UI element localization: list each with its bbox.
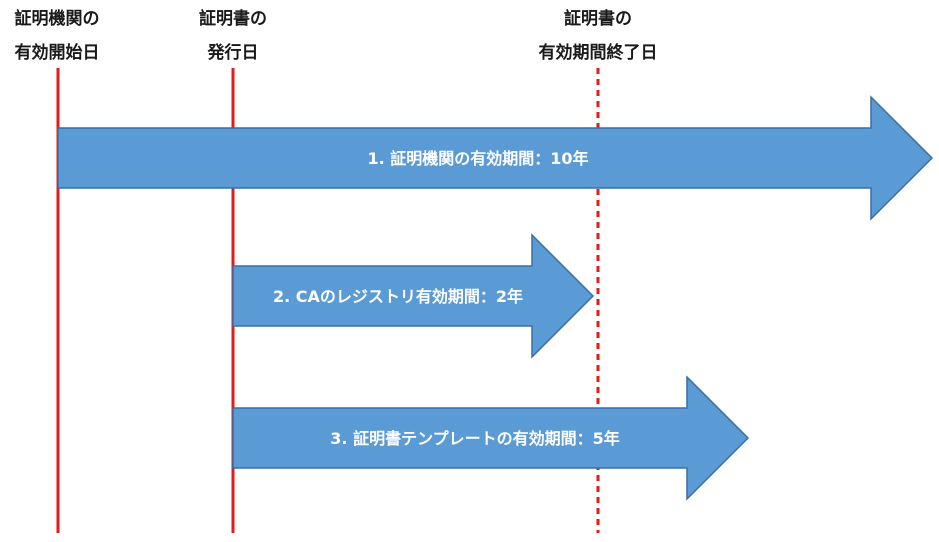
- arrow-registry-validity: 2. CAのレジストリ有効期間：2年: [232, 233, 595, 359]
- arrow-template-validity-label: 3. 証明書テンプレートの有効期間：5年: [330, 429, 619, 448]
- cert-end-label-line1: 証明書の: [564, 8, 632, 29]
- arrow-registry-validity-label: 2. CAのレジストリ有効期間：2年: [273, 287, 523, 306]
- cert-end-label-line2: 有効期間終了日: [539, 42, 658, 63]
- arrow-ca-validity: 1. 証明機関の有効期間：10年: [57, 95, 934, 221]
- marker-ca-start: 証明機関の 有効開始日: [15, 8, 100, 533]
- arrow-template-validity: 3. 証明書テンプレートの有効期間：5年: [232, 375, 750, 501]
- cert-issue-label-line2: 発行日: [207, 42, 259, 63]
- arrow-registry-validity-shape: [232, 233, 595, 359]
- arrow-ca-validity-shape: [57, 95, 934, 221]
- ca-start-label-line1: 証明機関の: [15, 8, 100, 29]
- arrow-ca-validity-label: 1. 証明機関の有効期間：10年: [367, 149, 588, 168]
- ca-start-label-line2: 有効開始日: [15, 42, 100, 63]
- arrow-template-validity-shape: [232, 375, 750, 501]
- cert-issue-label-line1: 証明書の: [199, 8, 267, 29]
